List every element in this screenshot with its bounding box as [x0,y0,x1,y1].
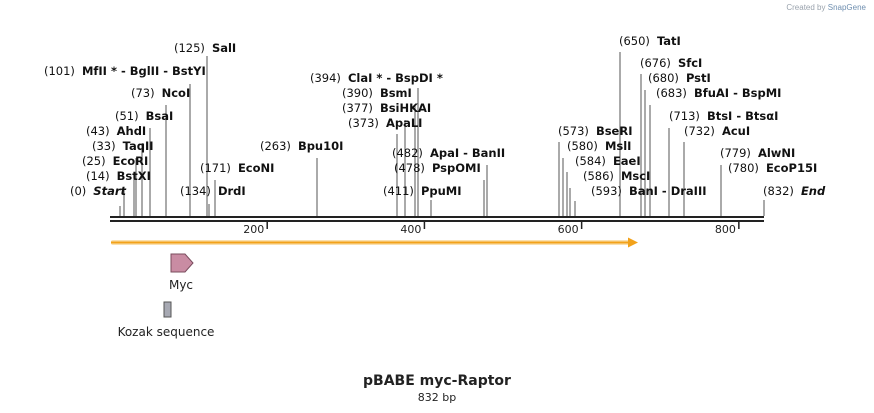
site-label[interactable]: (584)EaeI [575,154,641,168]
credit: Created by SnapGene [786,3,866,12]
scale-tick-label: 600 [558,223,579,236]
site-label[interactable]: (713)BtsI - BtsαI [669,109,778,123]
credit-brand: SnapGene [827,3,866,12]
site-label[interactable]: (134)DrdI [180,184,246,198]
orf-arrow[interactable] [111,237,638,248]
kozak-label: Kozak sequence [118,325,215,339]
plasmid-map: (0)Start(14)BstXI(25)EcoRI(33)TaqII(43)A… [44,34,826,339]
myc-label: Myc [169,278,193,292]
site-label[interactable]: (73)NcoI [131,86,190,100]
kozak-feature[interactable] [163,301,172,318]
site-label[interactable]: (25)EcoRI [82,154,148,168]
site-label[interactable]: (573)BseRI [558,124,632,138]
site-labels: (0)Start(14)BstXI(25)EcoRI(33)TaqII(43)A… [44,34,826,198]
site-label[interactable]: (593)BanI - DraIII [591,184,707,198]
site-label[interactable]: (732)AcuI [684,124,750,138]
site-label[interactable]: (14)BstXI [86,169,151,183]
site-label[interactable]: (33)TaqII [92,139,154,153]
backbone-top-strand [110,216,764,218]
site-label[interactable]: (171)EcoNI [200,161,274,175]
scale-tick-label: 800 [715,223,736,236]
credit-prefix: Created by [786,3,826,12]
site-label[interactable]: (390)BsmI [342,86,412,100]
site-label[interactable]: (101)MfII * - BglII - BstYI [44,64,206,78]
map-length: 832 bp [417,391,457,404]
site-label[interactable]: (373)ApaLI [348,116,422,130]
site-label[interactable]: (482)ApaI - BanII [392,146,505,160]
site-label[interactable]: (586)MscI [583,169,650,183]
myc-feature[interactable] [170,253,194,273]
site-label[interactable]: (680)PstI [648,71,711,85]
site-label[interactable]: (676)SfcI [640,56,702,70]
site-label[interactable]: (780)EcoP15I [728,161,817,175]
site-label[interactable]: (43)AhdI [86,124,146,138]
site-label[interactable]: (0)Start [70,184,127,198]
site-label[interactable]: (832)End [763,184,826,198]
site-label[interactable]: (580)MslI [567,139,631,153]
scale-tick-label: 400 [400,223,421,236]
site-label[interactable]: (683)BfuAI - BspMI [656,86,781,100]
site-label[interactable]: (779)AlwNI [720,146,795,160]
scale-tick-label: 200 [243,223,264,236]
cut-site-lines [119,52,765,216]
site-label[interactable]: (394)ClaI * - BspDI * [310,71,443,85]
site-label[interactable]: (377)BsiHKAI [342,101,431,115]
map-title: pBABE myc-Raptor [363,373,511,389]
site-label[interactable]: (478)PspOMI [394,161,481,175]
scale-ticks: 200 400 600 800 [243,222,740,236]
site-label[interactable]: (51)BsaI [115,109,173,123]
site-label[interactable]: (650)TatI [619,34,681,48]
site-label[interactable]: (125)SalI [174,41,236,55]
site-label[interactable]: (411)PpuMI [383,184,462,198]
backbone-bottom-strand [110,220,764,222]
site-label[interactable]: (263)Bpu10I [260,139,343,153]
